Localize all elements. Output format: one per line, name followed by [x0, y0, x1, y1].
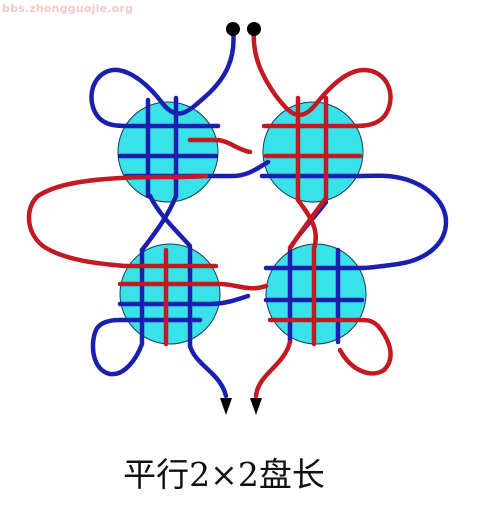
- bead-circle-bottom-left: [119, 243, 221, 345]
- end-markers: [220, 398, 262, 415]
- blue-cord: [89, 27, 449, 399]
- black-dot-icon: [247, 22, 261, 36]
- bead-circles: [117, 101, 367, 345]
- down-arrow-icon: [250, 398, 262, 415]
- red-cord: [26, 27, 393, 399]
- watermark-text: bbs.zhongguojie.org: [2, 2, 134, 15]
- bead-circle-top-left: [117, 101, 219, 203]
- black-dot-icon: [226, 22, 240, 36]
- down-arrow-icon: [220, 398, 232, 415]
- diagram-caption: 平行2×2盘长: [123, 455, 325, 494]
- start-markers: [226, 22, 261, 36]
- knot-diagram: [26, 22, 449, 415]
- bead-circle-top-right: [262, 101, 364, 203]
